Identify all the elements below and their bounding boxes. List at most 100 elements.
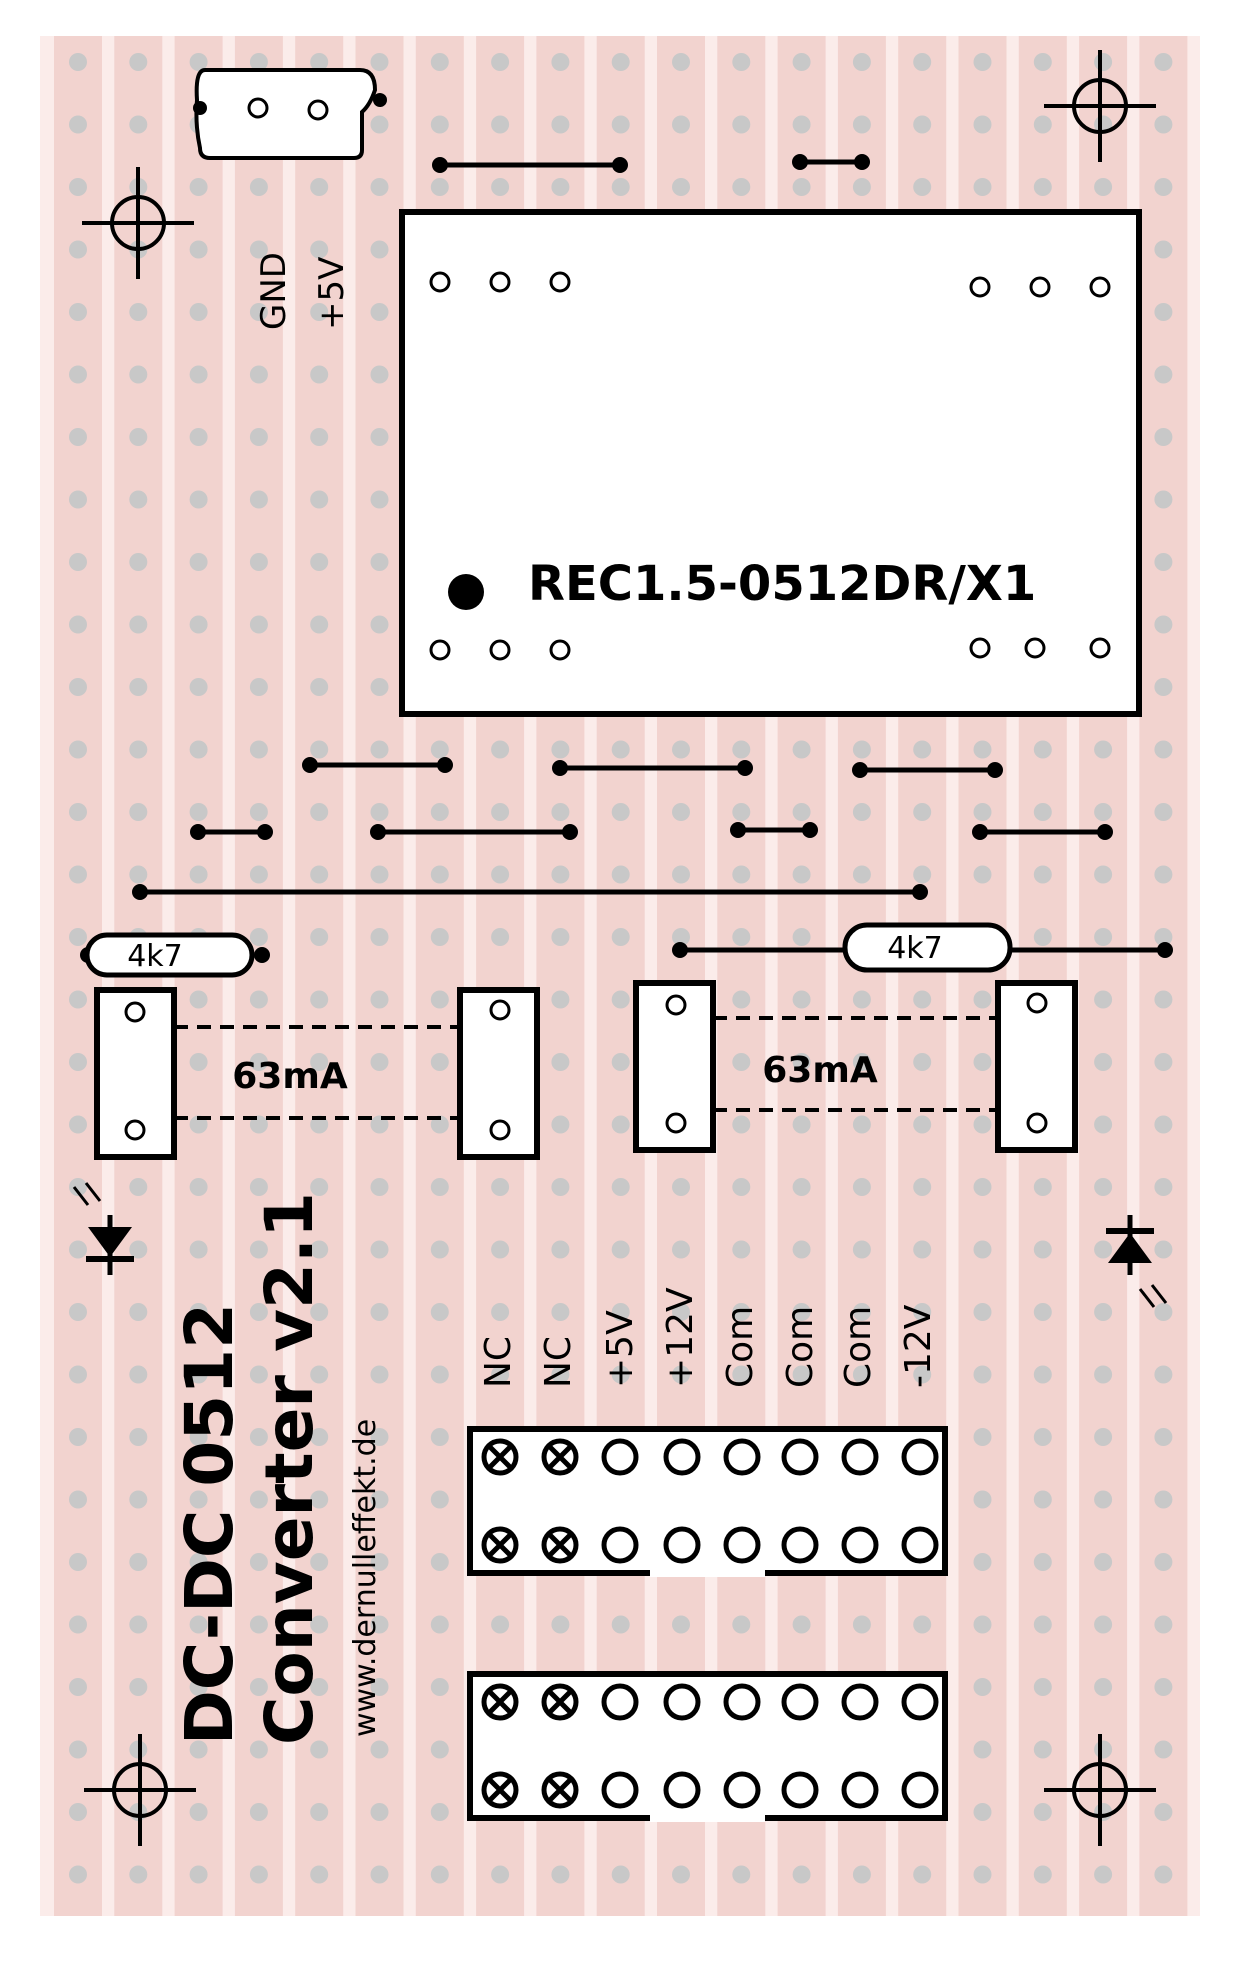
board-hole (249, 553, 268, 571)
board-hole (310, 1740, 329, 1759)
board-hole (551, 115, 570, 134)
board-hole (1154, 1053, 1173, 1071)
header-pin (663, 1526, 701, 1564)
board-hole (69, 1303, 87, 1321)
board-hole (129, 1490, 148, 1509)
board-hole (370, 1303, 389, 1321)
board-hole (1154, 1303, 1173, 1321)
board-hole (249, 1178, 268, 1196)
header-pin (781, 1438, 819, 1476)
board-hole (69, 1178, 87, 1196)
board-hole (249, 428, 268, 446)
board-hole (310, 1615, 329, 1634)
board-hole (973, 803, 992, 821)
board-hole (249, 53, 268, 71)
board-hole (732, 53, 751, 71)
board-hole (69, 1428, 87, 1446)
board-hole (732, 178, 751, 196)
board-hole (852, 53, 871, 71)
board-hole (1094, 1553, 1113, 1571)
board-hole (129, 615, 148, 634)
board-hole (310, 990, 329, 1009)
board-hole (672, 1615, 690, 1634)
board-hole (129, 303, 148, 321)
board-hole (69, 178, 87, 196)
board-hole (491, 1365, 510, 1384)
board-hole (913, 1240, 932, 1259)
board-hole (973, 1678, 992, 1696)
resistor-right-label: 4k7 (887, 931, 943, 966)
board-hole (672, 1865, 690, 1884)
board-hole (310, 1303, 329, 1321)
board-hole (611, 865, 630, 884)
board-hole (672, 115, 690, 134)
board-hole (249, 178, 268, 196)
board-hole (672, 178, 690, 196)
board-hole (852, 178, 871, 196)
board-hole (69, 803, 87, 821)
board-hole (249, 1303, 268, 1321)
board-hole (430, 53, 449, 71)
board-hole (913, 865, 932, 884)
board-hole (69, 1365, 87, 1384)
header-pin (601, 1771, 639, 1809)
header-pin-nc-mark (548, 1778, 572, 1802)
header-pin (663, 1771, 701, 1809)
board-hole (913, 1053, 932, 1071)
header-pin (781, 1683, 819, 1721)
header-pin (663, 1683, 701, 1721)
board-hole (852, 1053, 871, 1071)
board-hole (430, 1428, 449, 1446)
board-hole (249, 1053, 268, 1071)
board-hole (370, 928, 389, 946)
board-hole (1094, 1365, 1113, 1384)
board-hole (732, 1178, 751, 1196)
led-icon (1106, 1215, 1168, 1308)
title-line1: DC-DC 0512 (171, 1303, 248, 1745)
board-hole (249, 303, 268, 321)
board-hole (189, 1740, 208, 1759)
board-hole (973, 1178, 992, 1196)
header-pin (601, 1526, 639, 1564)
board-hole (430, 990, 449, 1009)
board-hole (310, 615, 329, 634)
board-hole (913, 740, 932, 759)
board-hole (69, 990, 87, 1009)
board-hole (310, 303, 329, 321)
board-hole (189, 803, 208, 821)
board-hole (551, 740, 570, 759)
board-hole (672, 803, 690, 821)
board-hole (1094, 1053, 1113, 1071)
board-hole (1154, 1803, 1173, 1821)
board-hole (611, 53, 630, 71)
board-hole (189, 1365, 208, 1384)
board-hole (973, 1240, 992, 1259)
board-hole (732, 1865, 751, 1884)
board-hole (852, 115, 871, 134)
board-hole (611, 1115, 630, 1134)
board-hole (310, 740, 329, 759)
board-hole (69, 240, 87, 259)
board-hole (189, 1303, 208, 1321)
board-hole (430, 1865, 449, 1884)
board-hole (973, 115, 992, 134)
board-hole (491, 1240, 510, 1259)
board-hole (1094, 1740, 1113, 1759)
board-hole (672, 928, 690, 946)
board-hole (551, 928, 570, 946)
board-hole (852, 1240, 871, 1259)
board-hole (732, 1053, 751, 1071)
board-hole (1094, 1240, 1113, 1259)
board-hole (249, 1365, 268, 1384)
board-hole (1154, 1678, 1173, 1696)
board-hole (129, 428, 148, 446)
board-hole (792, 990, 811, 1009)
board-hole (1033, 115, 1052, 134)
board-hole (310, 178, 329, 196)
board-hole (69, 1053, 87, 1071)
header-pin-label: Com (780, 1306, 821, 1388)
board-hole (1154, 428, 1173, 446)
board-hole (973, 865, 992, 884)
board-hole (370, 303, 389, 321)
